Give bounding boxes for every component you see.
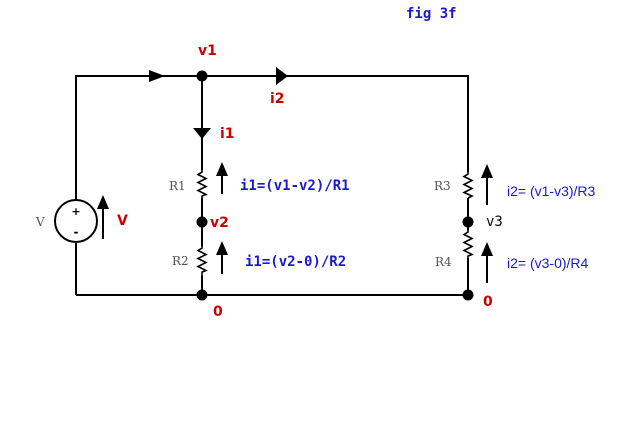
node-v3-dot [462, 216, 474, 228]
node-v2-dot [196, 216, 208, 228]
source-minus-sign: - [74, 225, 79, 239]
r2-current-arrow [216, 241, 228, 255]
current-i2-label: i2 [270, 91, 285, 107]
node-v2-label: v2 [210, 215, 229, 231]
node-v1-dot [196, 70, 208, 82]
i1-current-arrow [193, 128, 211, 139]
source-voltage-label: V [117, 213, 128, 229]
node-v3-label: v3 [486, 214, 503, 230]
top-left-current-arrow [149, 70, 165, 82]
resistor-r1 [196, 170, 208, 198]
r3-current-arrow [481, 164, 493, 178]
r1-current-arrow [216, 162, 228, 176]
resistor-r4-label: R4 [435, 255, 452, 269]
voltage-source: + - [54, 199, 98, 243]
equation-r2: i1=(v2-0)/R2 [245, 254, 346, 270]
source-name-label: V [35, 215, 45, 229]
current-i1-label: i1 [220, 126, 235, 142]
resistor-r3-label: R3 [434, 179, 451, 193]
r4-current-arrow [481, 242, 493, 256]
equation-r4: i2= (v3-0)/R4 [507, 255, 589, 271]
node-ground-left-dot [196, 289, 208, 301]
top-wire [75, 75, 469, 200]
resistor-r2 [196, 246, 208, 276]
equation-r3: i2= (v1-v3)/R3 [507, 183, 596, 199]
source-voltage-arrow [97, 195, 109, 209]
source-circle [54, 199, 98, 243]
resistor-r3 [462, 172, 474, 199]
resistor-r1-label: R1 [169, 179, 186, 193]
node-ground-right-label: 0 [483, 294, 493, 310]
figure-title: fig 3f [406, 6, 457, 22]
equation-r1: i1=(v1-v2)/R1 [240, 178, 350, 194]
node-ground-right-dot [462, 289, 474, 301]
i2-current-arrow [276, 67, 288, 85]
resistor-r4 [462, 230, 474, 258]
resistor-r2-label: R2 [172, 254, 189, 268]
source-plus-sign: + [71, 205, 80, 218]
node-v1-label: v1 [198, 43, 217, 59]
node-ground-left-label: 0 [213, 304, 223, 320]
indicator-arrows [97, 162, 493, 283]
